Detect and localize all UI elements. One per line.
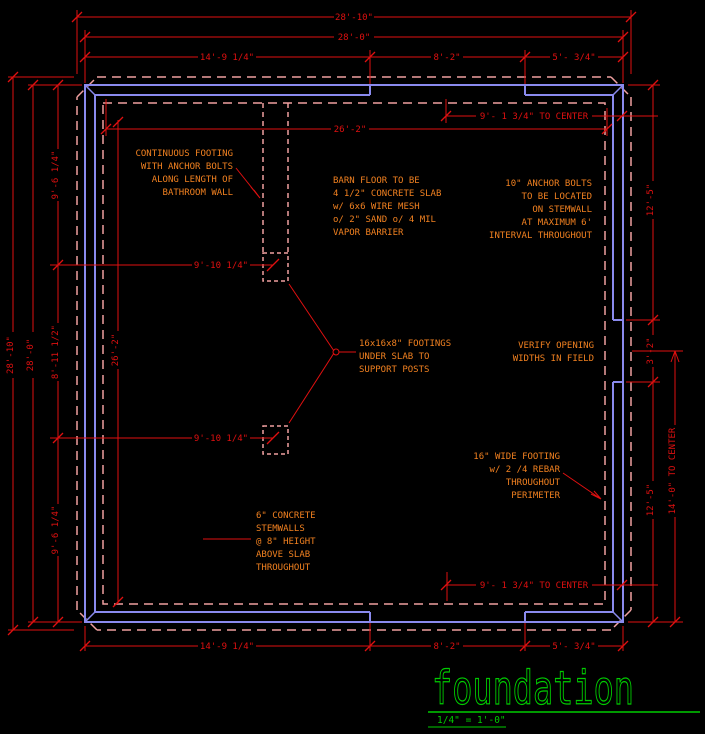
dim-right-chain-1: 12'-5" (646, 184, 656, 217)
dim-left-overall-outer: 28'-10" (6, 336, 16, 374)
note-line: VERIFY OPENING (518, 341, 594, 351)
note-line: @ 8" HEIGHT (256, 537, 316, 547)
note-line: 16x16x8" FOOTINGS (359, 339, 451, 349)
note-bathroom-footing: CONTINUOUS FOOTING WITH ANCHOR BOLTS ALO… (135, 149, 233, 198)
note-line: CONTINUOUS FOOTING (135, 149, 233, 159)
dim-footing-offset-1: 9'-10 1/4" (194, 261, 248, 271)
note-line: ON STEMWALL (532, 205, 592, 215)
dim-top-to-center: 9'- 1 3/4" TO CENTER (480, 112, 589, 122)
note-line: VAPOR BARRIER (333, 228, 404, 238)
dim-left-chain-3: 9'-6 1/4" (51, 506, 61, 555)
note-barn-floor: BARN FLOOR TO BE 4 1/2" CONCRETE SLAB w/… (333, 176, 441, 238)
leader-perimeter-footing (562, 472, 602, 500)
note-line: 4 1/2" CONCRETE SLAB (333, 189, 441, 199)
note-verify-opening: VERIFY OPENING WIDTHS IN FIELD (513, 341, 594, 364)
dimension-texts: 28'-10" 28'-0" 14'-9 1/4" 8'-2" 5'- 3/4"… (6, 13, 678, 652)
dim-top-overall: 28'-0" (338, 33, 371, 43)
title-block: foundation 1/4" = 1'-0" (428, 660, 700, 728)
note-line: TO BE LOCATED (522, 192, 592, 202)
note-line: BARN FLOOR TO BE (333, 176, 420, 186)
note-line: BATHROOM WALL (163, 188, 233, 198)
post-footing-square-1 (262, 252, 289, 282)
note-anchor-bolts: 10" ANCHOR BOLTS TO BE LOCATED ON STEMWA… (489, 179, 593, 241)
drawing-scale: 1/4" = 1'-0" (437, 715, 506, 726)
witness-lines (8, 10, 683, 651)
dim-top-chain-3: 5'- 3/4" (552, 53, 595, 63)
bathroom-wall-footing-dashed (262, 103, 289, 253)
dim-top-overall-outer: 28'-10" (335, 13, 373, 23)
note-line: ALONG LENGTH OF (152, 175, 233, 185)
dim-bottom-chain-1: 14'-9 1/4" (200, 642, 254, 652)
note-line: WIDTHS IN FIELD (513, 354, 594, 364)
stemwall-inner-face (94, 85, 623, 622)
note-line: WITH ANCHOR BOLTS (141, 162, 233, 172)
drawing-title: foundation (432, 661, 634, 715)
post-footing-square-2 (262, 425, 289, 455)
dim-top-chain-2: 8'-2" (433, 53, 460, 63)
dim-top-chain-1: 14'-9 1/4" (200, 53, 254, 63)
corner-miters (84, 84, 624, 623)
dim-left-chain-1: 9'-6 1/4" (51, 151, 61, 200)
dim-right-chain-3: 12'-5" (646, 484, 656, 517)
note-line: THROUGHOUT (506, 478, 561, 488)
stemwall-lines (84, 84, 624, 623)
leader-bathroom-footing (235, 167, 261, 199)
note-line: w/ 2 /4 REBAR (490, 465, 561, 475)
note-line: STEMWALLS (256, 524, 305, 534)
note-line: w/ 6x6 WIRE MESH (333, 202, 420, 212)
leader-slab-footings (288, 283, 356, 424)
dimension-lines (7, 10, 683, 652)
dim-right-to-center: 14'-0" TO CENTER (668, 427, 678, 514)
note-line: SUPPORT POSTS (359, 365, 429, 375)
dim-bottom-chain-2: 8'-2" (433, 642, 460, 652)
dimension-ticks (7, 11, 681, 652)
dim-footing-offset-2: 9'-10 1/4" (194, 434, 248, 444)
dim-bottom-to-center: 9'- 1 3/4" TO CENTER (480, 581, 589, 591)
note-line: PERIMETER (511, 491, 560, 501)
footing-outline-inner (102, 102, 606, 605)
note-line: AT MAXIMUM 6' (522, 218, 592, 228)
note-perimeter-footing: 16" WIDE FOOTING w/ 2 /4 REBAR THROUGHOU… (473, 452, 560, 501)
note-line: o/ 2" SAND o/ 4 MIL (333, 215, 436, 225)
arrow-to-center (670, 350, 680, 363)
note-line: INTERVAL THROUGHOUT (489, 231, 593, 241)
leader-node-circle (332, 348, 340, 356)
note-line: THROUGHOUT (256, 563, 311, 573)
dim-interior-horizontal: 26'-2" (334, 125, 367, 135)
dim-left-overall: 28'-0" (26, 339, 36, 372)
dim-bottom-chain-3: 5'- 3/4" (552, 642, 595, 652)
note-slab-footings: 16x16x8" FOOTINGS UNDER SLAB TO SUPPORT … (359, 339, 451, 375)
note-line: ABOVE SLAB (256, 550, 310, 560)
dim-line-footing-offsets (50, 264, 273, 439)
note-line: 6" CONCRETE (256, 511, 316, 521)
note-line: UNDER SLAB TO (359, 352, 429, 362)
footing-outline-outer (76, 76, 632, 631)
note-line: 10" ANCHOR BOLTS (505, 179, 592, 189)
annotation-notes: CONTINUOUS FOOTING WITH ANCHOR BOLTS ALO… (135, 149, 594, 573)
dim-interior-vertical: 26'-2" (111, 334, 121, 367)
note-stemwalls: 6" CONCRETE STEMWALLS @ 8" HEIGHT ABOVE … (256, 511, 316, 573)
dim-left-chain-2: 8'-11 1/2" (51, 325, 61, 379)
dim-right-chain-2: 3'-2" (646, 337, 656, 364)
note-line: 16" WIDE FOOTING (473, 452, 560, 462)
